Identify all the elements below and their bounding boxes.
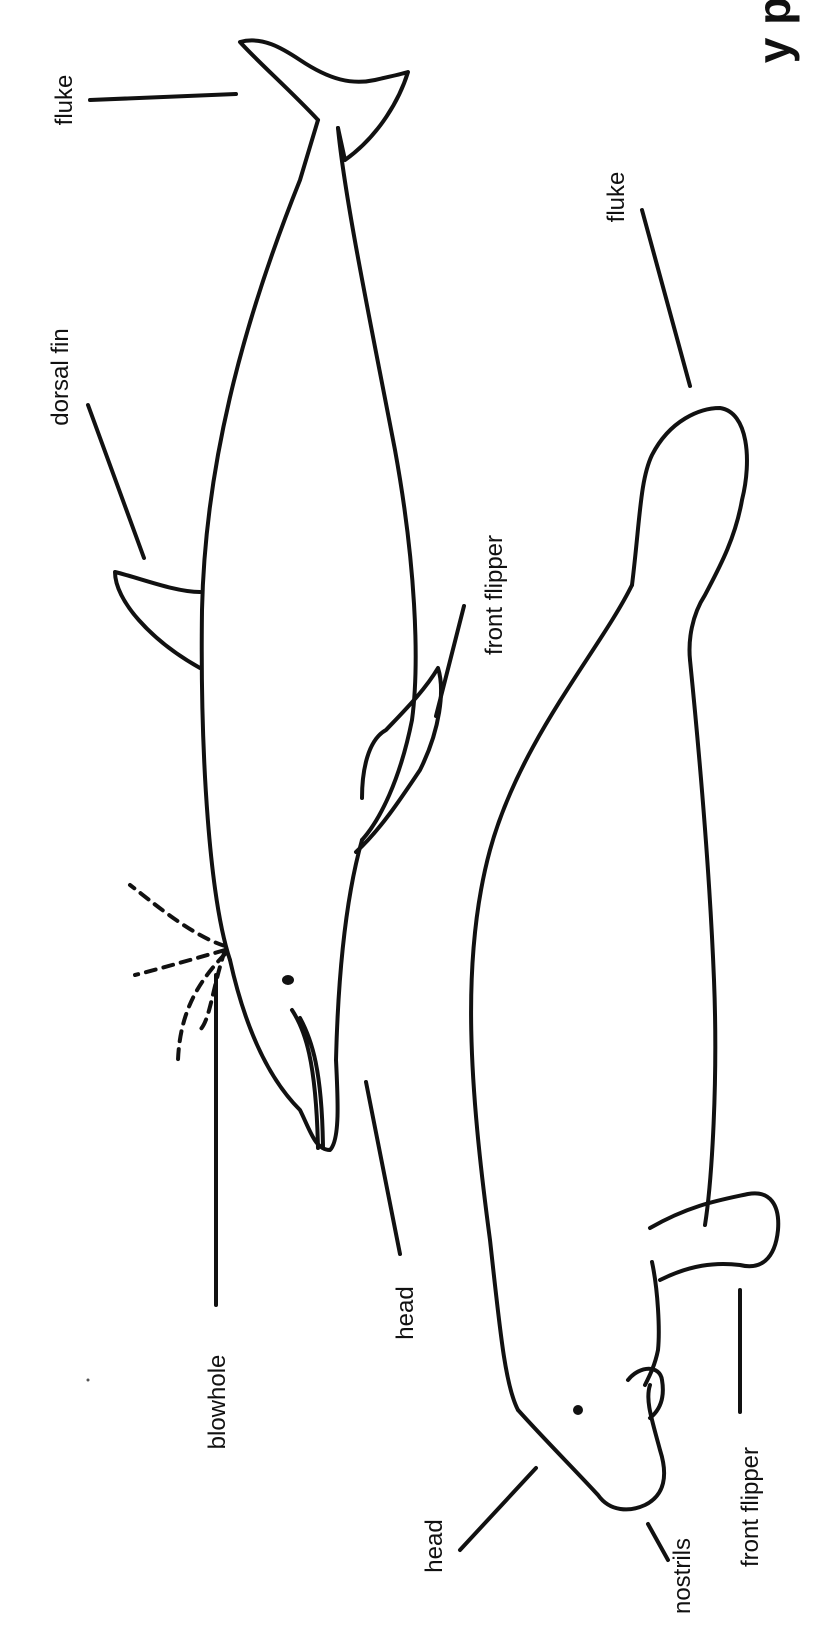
dolphin-label-blowhole: blowhole [204, 1355, 231, 1450]
manatee-front-flipper [650, 1193, 778, 1280]
dolphin-front-flipper-leader [436, 606, 464, 716]
dolphin-fluke [240, 40, 408, 160]
manatee-head-outline [518, 1385, 664, 1509]
dolphin-blowhole-spray [200, 950, 225, 1030]
dolphin-dorsal-fin-leader [88, 405, 144, 558]
stray-dot [87, 1379, 90, 1382]
dolphin-eye [282, 975, 294, 985]
manatee-back-outline [471, 585, 632, 1410]
dolphin-head-outline [230, 840, 362, 1150]
manatee-lower-outline [645, 1262, 659, 1385]
dolphin-head-leader [366, 1082, 400, 1254]
manatee-label-fluke: fluke [603, 172, 630, 223]
manatee-fluke [632, 408, 747, 660]
manatee-drawing: fluke front flipper head nostrils [421, 172, 778, 1614]
manatee-fluke-leader [642, 210, 690, 386]
dolphin-blowhole-spray [130, 885, 225, 946]
dolphin-dorsal-fin [115, 572, 200, 668]
dolphin-label-dorsal-fin: dorsal fin [47, 328, 74, 425]
manatee-head-leader [460, 1468, 536, 1550]
dolphin-front-flipper [356, 668, 441, 852]
manatee-nostrils-leader [648, 1524, 668, 1560]
dolphin-back-outline [202, 120, 318, 960]
dolphin-label-head: head [392, 1286, 419, 1339]
manatee-label-head: head [421, 1519, 448, 1572]
dolphin-drawing: fluke dorsal fin front flipper blowhole … [47, 40, 508, 1449]
manatee-belly-outline [690, 660, 715, 1225]
dolphin-belly-outline [338, 128, 416, 840]
dolphin-label-fluke: fluke [51, 75, 78, 126]
manatee-label-front-flipper: front flipper [737, 1447, 764, 1567]
manatee-label-nostrils: nostrils [669, 1538, 696, 1614]
diagram-title-fragment: y p [748, 0, 800, 63]
dolphin-label-front-flipper: front flipper [481, 535, 508, 655]
manatee-nose [628, 1369, 663, 1418]
manatee-eye [573, 1405, 583, 1415]
dolphin-fluke-leader [90, 94, 236, 100]
